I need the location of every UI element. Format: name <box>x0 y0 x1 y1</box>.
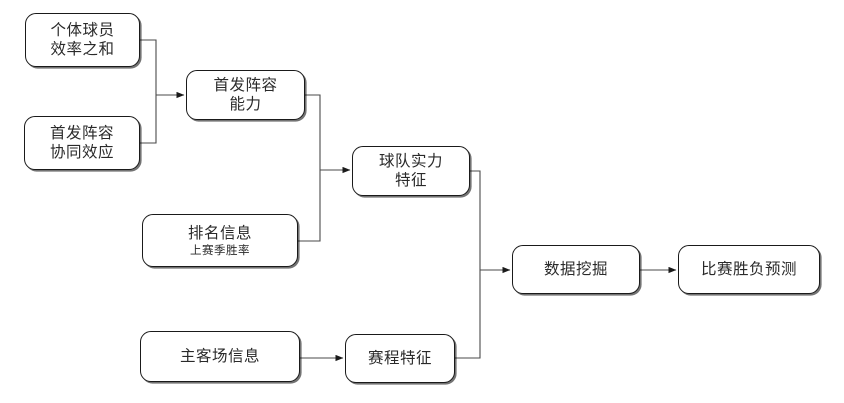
node-team-strength-feature[interactable]: 球队实力 特征 <box>352 146 470 196</box>
node-sublabel: 上赛季胜率 <box>190 243 250 258</box>
node-label: 球队实力 特征 <box>378 152 443 189</box>
node-label: 数据挖掘 <box>543 260 608 279</box>
node-label: 主客场信息 <box>179 347 260 366</box>
node-lineup-synergy-effect[interactable]: 首发阵容 协同效应 <box>24 116 140 170</box>
edge-lineup-synergy-to-lineup-ability <box>140 95 157 144</box>
node-data-mining[interactable]: 数据挖掘 <box>512 245 640 294</box>
node-label: 个体球员 效率之和 <box>50 21 115 58</box>
node-label: 比赛胜负预测 <box>700 260 797 279</box>
edge-schedule-feature-to-data-mining <box>455 270 481 359</box>
node-ranking-information[interactable]: 排名信息 上赛季胜率 <box>142 214 298 267</box>
edge-ranking-info-to-team-strength <box>298 170 321 242</box>
edge-individual-efficiency-to-lineup-ability <box>140 39 157 95</box>
node-home-away-information[interactable]: 主客场信息 <box>140 331 300 382</box>
node-schedule-feature[interactable]: 赛程特征 <box>345 334 455 383</box>
edge-lineup-ability-to-team-strength <box>305 94 321 170</box>
node-label: 首发阵容 协同效应 <box>49 124 114 161</box>
edge-team-strength-to-data-mining <box>470 170 481 270</box>
node-match-result-prediction[interactable]: 比赛胜负预测 <box>678 245 820 294</box>
node-label: 排名信息 <box>187 223 252 242</box>
node-starting-lineup-ability[interactable]: 首发阵容 能力 <box>186 70 305 120</box>
node-label: 首发阵容 能力 <box>213 76 278 113</box>
node-individual-player-efficiency[interactable]: 个体球员 效率之和 <box>25 13 140 67</box>
node-label: 赛程特征 <box>367 349 432 368</box>
